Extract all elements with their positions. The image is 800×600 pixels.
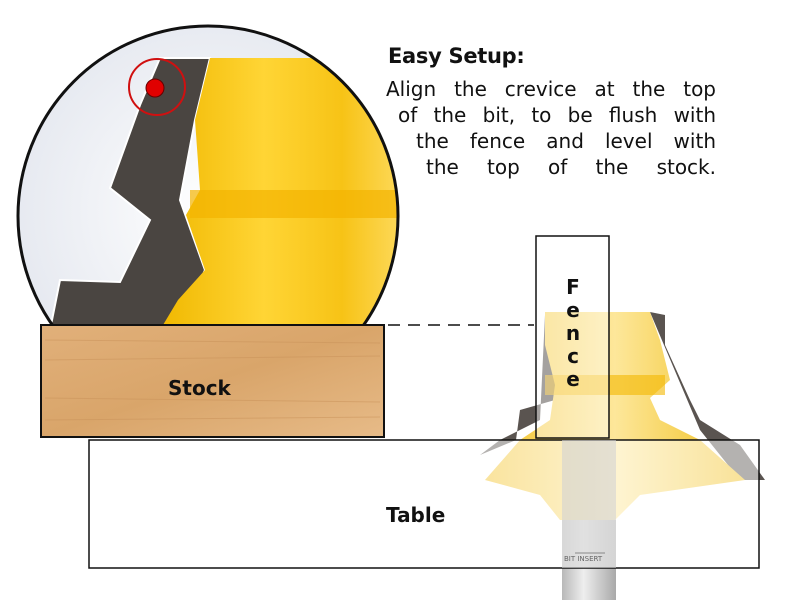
alignment-marker-dot [145, 78, 165, 98]
callout-line: of the bit, to be flush with [398, 103, 716, 127]
fence-letter: F [566, 275, 580, 299]
fence-box [535, 235, 610, 439]
fence-label: F e n c e [536, 276, 610, 391]
shank-marking: BIT INSERT [564, 555, 603, 563]
fence-letter: e [566, 367, 580, 391]
table-box [88, 439, 760, 569]
callout-line: Align the crevice at the top [386, 77, 716, 101]
stock-label: Stock [168, 376, 231, 400]
callout-line: the fence and level with [416, 129, 716, 153]
fence-letter: e [566, 298, 580, 322]
fence-letter: n [565, 321, 581, 345]
callout-body: Align the crevice at the top of the bit,… [376, 76, 716, 180]
callout-line: the top of the stock. [426, 155, 716, 179]
alignment-marker-ring [128, 58, 186, 116]
callout-heading: Easy Setup: [388, 44, 525, 68]
table-label: Table [386, 503, 446, 527]
fence-letter: c [567, 344, 579, 368]
